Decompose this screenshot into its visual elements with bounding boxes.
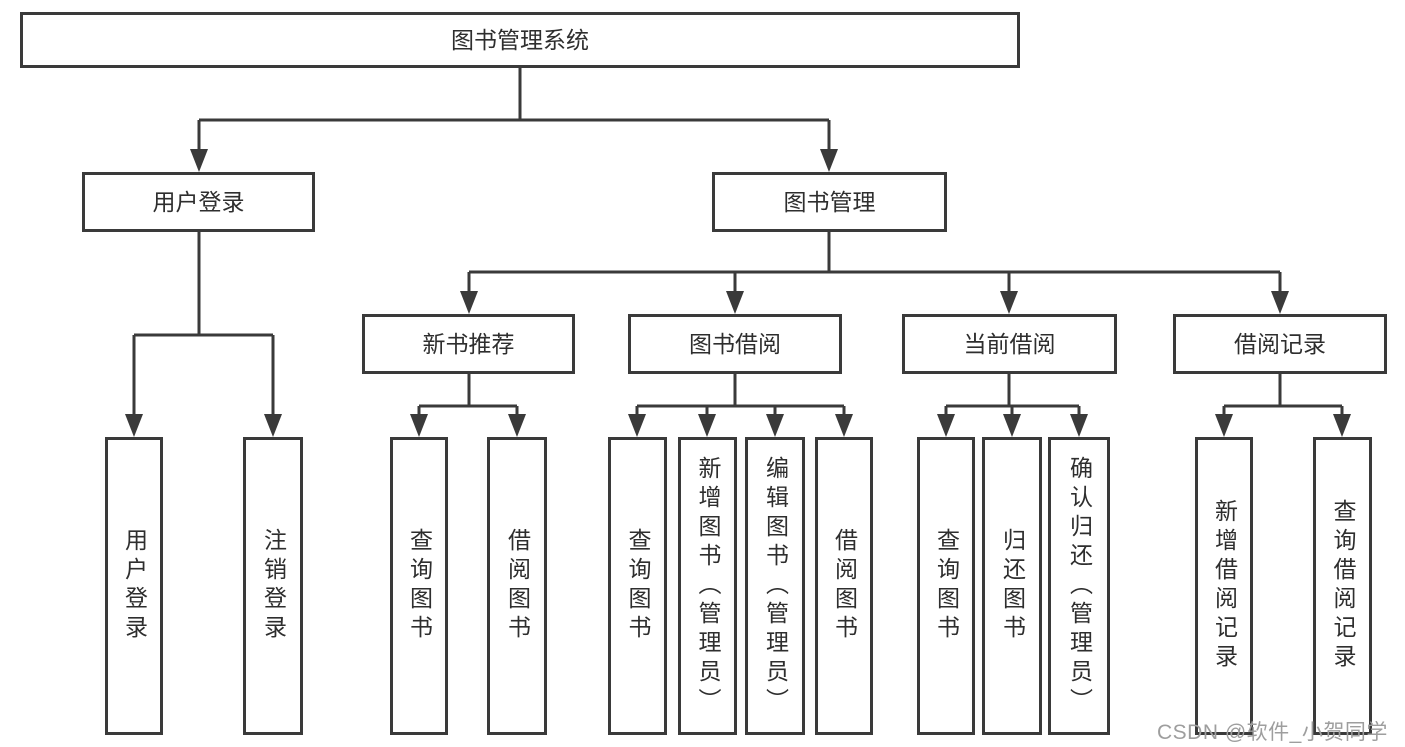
connector-elbows xyxy=(132,68,1344,416)
node-label: 查询图书 xyxy=(406,528,433,644)
node-label: 借阅记录 xyxy=(1234,330,1326,357)
leaf-box-add-borrow-record: 新增借阅记录 xyxy=(1195,437,1253,735)
root-box-system: 图书管理系统 xyxy=(20,12,1020,68)
leaf-box-query-books-2: 查询图书 xyxy=(608,437,667,735)
leaf-box-return-books: 归还图书 xyxy=(982,437,1042,735)
leaf-box-logout: 注销登录 xyxy=(243,437,303,735)
node-label: 注销登录 xyxy=(260,528,287,644)
node-label: 当前借阅 xyxy=(963,330,1056,357)
branch-box-current-borrow: 当前借阅 xyxy=(902,314,1117,374)
node-label: 归还图书 xyxy=(999,528,1026,644)
node-label: 图书管理系统 xyxy=(451,26,589,53)
node-label: 新增图书（管理员） xyxy=(695,455,721,717)
leaf-box-query-books-1: 查询图书 xyxy=(390,437,448,735)
leaf-box-query-borrow-record: 查询借阅记录 xyxy=(1313,437,1372,735)
branch-box-book-management: 图书管理 xyxy=(712,172,947,232)
node-label: 用户登录 xyxy=(152,188,245,215)
branch-box-borrow-records: 借阅记录 xyxy=(1173,314,1387,374)
node-label: 新增借阅记录 xyxy=(1211,499,1238,673)
node-label: 用户登录 xyxy=(121,528,148,644)
leaf-box-user-login: 用户登录 xyxy=(105,437,163,735)
node-label: 借阅图书 xyxy=(831,528,858,644)
node-label: 查询图书 xyxy=(933,528,960,644)
branch-box-book-borrow: 图书借阅 xyxy=(628,314,842,374)
leaf-box-add-books-admin: 新增图书（管理员） xyxy=(678,437,737,735)
node-label: 借阅图书 xyxy=(504,528,531,644)
node-label: 编辑图书（管理员） xyxy=(762,455,789,717)
branch-box-user-login: 用户登录 xyxy=(82,172,315,232)
leaf-box-borrow-books-2: 借阅图书 xyxy=(815,437,873,735)
node-label: 图书管理 xyxy=(783,188,876,215)
arrowhead-icons xyxy=(125,149,1351,437)
branch-box-new-book-recommend: 新书推荐 xyxy=(362,314,575,374)
leaf-box-borrow-books-1: 借阅图书 xyxy=(487,437,547,735)
node-label: 图书借阅 xyxy=(689,330,781,357)
leaf-box-query-books-3: 查询图书 xyxy=(917,437,975,735)
node-label: 查询图书 xyxy=(625,528,651,644)
leaf-box-confirm-return-admin: 确认归还（管理员） xyxy=(1048,437,1110,735)
csdn-watermark: CSDN @软件_小贺同学 xyxy=(1157,721,1388,744)
node-label: 确认归还（管理员） xyxy=(1066,455,1093,717)
node-label: 新书推荐 xyxy=(422,330,515,357)
leaf-box-edit-books-admin: 编辑图书（管理员） xyxy=(745,437,805,735)
node-label: 查询借阅记录 xyxy=(1330,499,1356,673)
